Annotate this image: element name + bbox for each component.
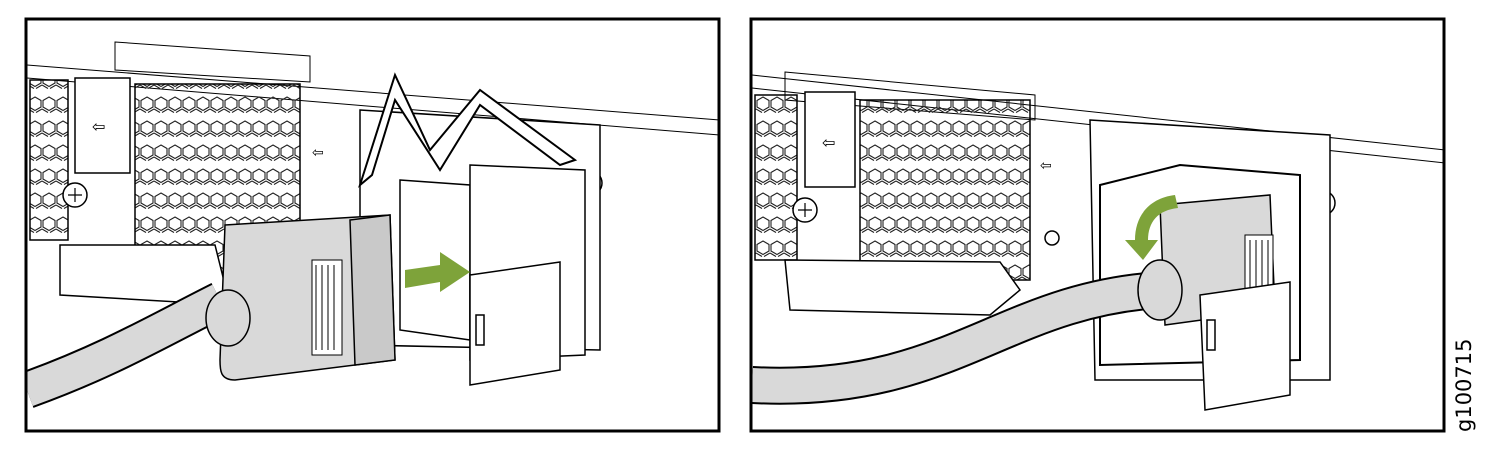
plug-retainer-latch [1199, 281, 1291, 411]
panel-secure-clip: ⇦ ⇦ [749, 17, 1446, 433]
panel-frame [24, 17, 721, 433]
release-arrow-icon: ⇦ [822, 135, 835, 152]
chassis-label [114, 41, 311, 83]
power-cable [752, 273, 1162, 403]
rotate-down-arrow-icon [1125, 195, 1178, 260]
panel-frame [749, 17, 1446, 433]
release-arrow-icon: ⇦ [92, 119, 105, 136]
panel-insert-plug: ⇦ ⇦ [24, 17, 721, 433]
vent-grille [859, 99, 1031, 281]
psu-handle [784, 259, 1022, 316]
led-icon [1044, 230, 1060, 246]
retainer-clip [358, 72, 578, 188]
power-cable [27, 284, 228, 406]
insert-direction-arrow-icon [405, 252, 470, 292]
release-arrow-icon: ⇦ [312, 144, 324, 160]
figure-id-label: g100715 [1452, 338, 1476, 433]
plug-retainer-latch [469, 261, 561, 386]
fan-tray-handle [804, 91, 856, 188]
release-arrow-icon: ⇦ [1040, 157, 1052, 173]
fan-tray-handle [74, 77, 131, 174]
